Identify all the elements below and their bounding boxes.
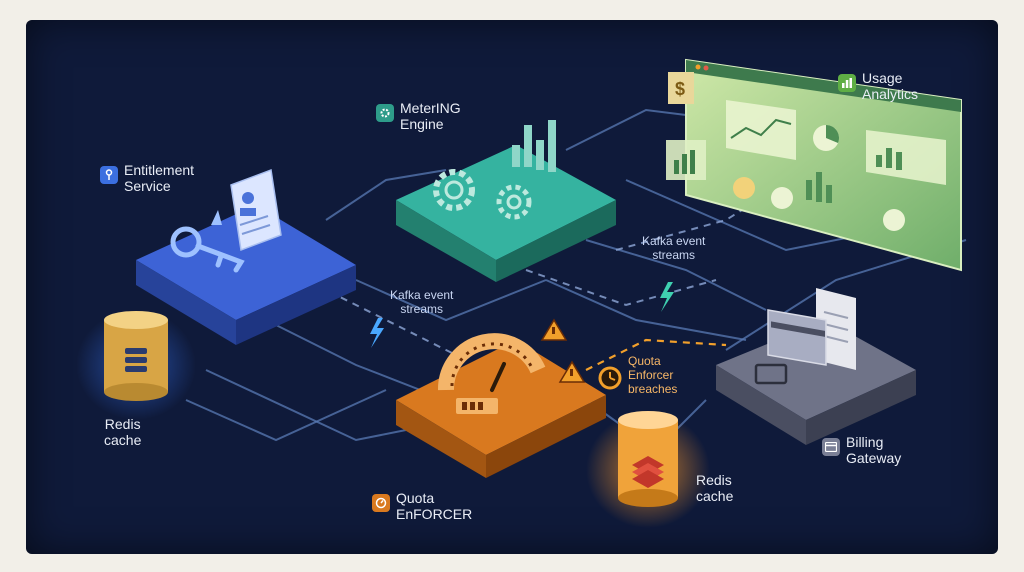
kafka-right-line1: Kafka event xyxy=(642,234,706,248)
bar-chart-icon xyxy=(838,74,856,92)
entitlement-platform xyxy=(136,168,356,345)
diagram-canvas: $ xyxy=(26,20,998,554)
quota-platform xyxy=(396,318,622,478)
metering-label-line1: MeterING xyxy=(400,100,461,116)
redis-cache-right-label: Redis cache xyxy=(696,472,733,504)
redis-cache-left xyxy=(76,310,196,420)
lightning-icon-left xyxy=(370,318,384,348)
quota-label-line2: EnFORCER xyxy=(396,506,473,522)
metering-engine-label: MeterING Engine xyxy=(400,100,461,132)
breaches-line1: Quota xyxy=(628,354,661,368)
quota-label-line1: Quota xyxy=(396,490,435,506)
kafka-right-line2: streams xyxy=(652,248,696,262)
redis-cache-right xyxy=(586,411,710,528)
analytics-label-line2: Analytics xyxy=(862,86,919,102)
gauge-icon xyxy=(372,494,390,512)
svg-text:$: $ xyxy=(675,79,685,99)
billing-platform xyxy=(716,288,916,445)
usage-analytics-label: Usage Analytics xyxy=(862,70,918,102)
redis-left-label-line2: cache xyxy=(104,432,142,448)
lightning-icon-right xyxy=(660,282,674,312)
metering-platform xyxy=(396,120,616,282)
billing-label-line2: Gateway xyxy=(846,450,902,466)
kafka-left-line2: streams xyxy=(400,302,444,316)
billing-label-line1: Billing xyxy=(846,434,884,450)
redis-right-label-line1: Redis xyxy=(696,472,732,488)
entitlement-label-line2: Service xyxy=(124,178,171,194)
entitlement-service-label: Entitlement Service xyxy=(124,162,194,194)
analytics-label-line1: Usage xyxy=(862,70,903,86)
billing-card-icon xyxy=(822,438,840,456)
key-icon xyxy=(100,166,118,184)
entitlement-label-line1: Entitlement xyxy=(124,162,195,178)
redis-cache-left-label: Redis cache xyxy=(104,416,141,448)
kafka-streams-left-label: Kafka event streams xyxy=(390,288,453,316)
kafka-streams-right-label: Kafka event streams xyxy=(642,234,705,262)
redis-left-label-line1: Redis xyxy=(104,416,141,432)
kafka-left-line1: Kafka event xyxy=(390,288,454,302)
quota-breaches-label: Quota Enforcer breaches xyxy=(628,354,677,396)
breaches-line2: Enforcer xyxy=(628,368,674,382)
analytics-dashboard: $ xyxy=(666,58,962,272)
redis-right-label-line2: cache xyxy=(696,488,734,504)
breaches-line3: breaches xyxy=(628,382,678,396)
breach-flow xyxy=(585,338,727,371)
gear-icon xyxy=(376,104,394,122)
quota-enforcer-label: Quota EnFORCER xyxy=(396,490,472,522)
architecture-diagram: $ xyxy=(76,58,967,528)
metering-label-line2: Engine xyxy=(400,116,444,132)
billing-gateway-label: Billing Gateway xyxy=(846,434,901,466)
